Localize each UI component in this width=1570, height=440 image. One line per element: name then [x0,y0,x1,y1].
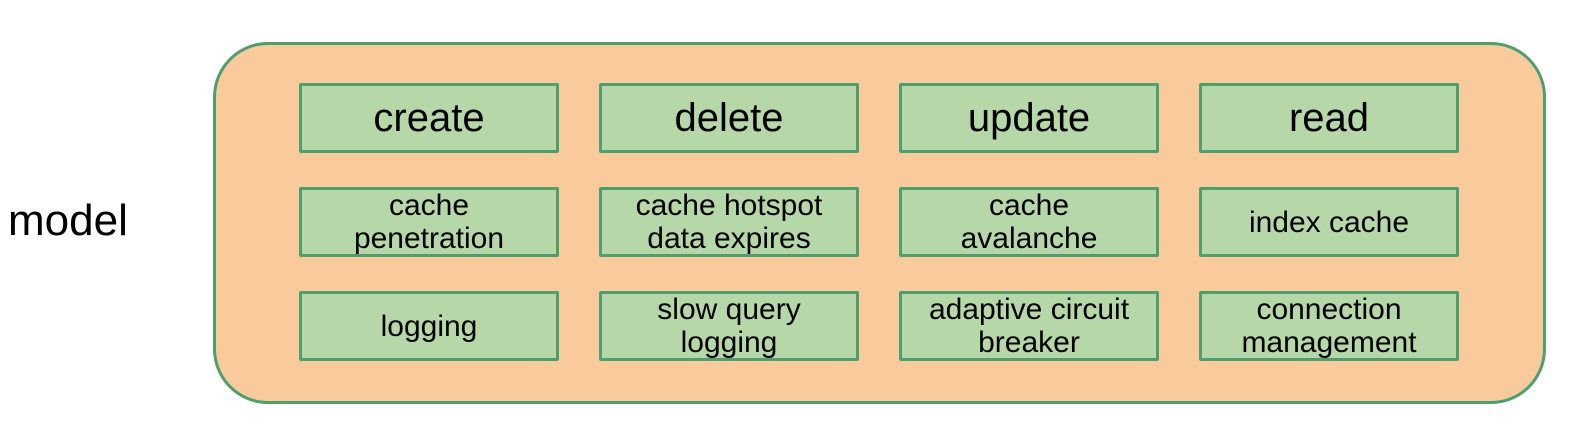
model-container: create delete update read cache penetrat… [213,42,1546,404]
box-delete: delete [599,83,859,153]
model-label: model [8,196,128,246]
box-read: read [1199,83,1459,153]
box-connection-management: connection management [1199,291,1459,361]
box-logging: logging [299,291,559,361]
box-cache-avalanche: cache avalanche [899,187,1159,257]
box-adaptive-circuit-breaker: adaptive circuit breaker [899,291,1159,361]
box-create: create [299,83,559,153]
box-cache-hotspot-data-expires: cache hotspot data expires [599,187,859,257]
box-cache-penetration: cache penetration [299,187,559,257]
box-index-cache: index cache [1199,187,1459,257]
box-slow-query-logging: slow query logging [599,291,859,361]
box-update: update [899,83,1159,153]
